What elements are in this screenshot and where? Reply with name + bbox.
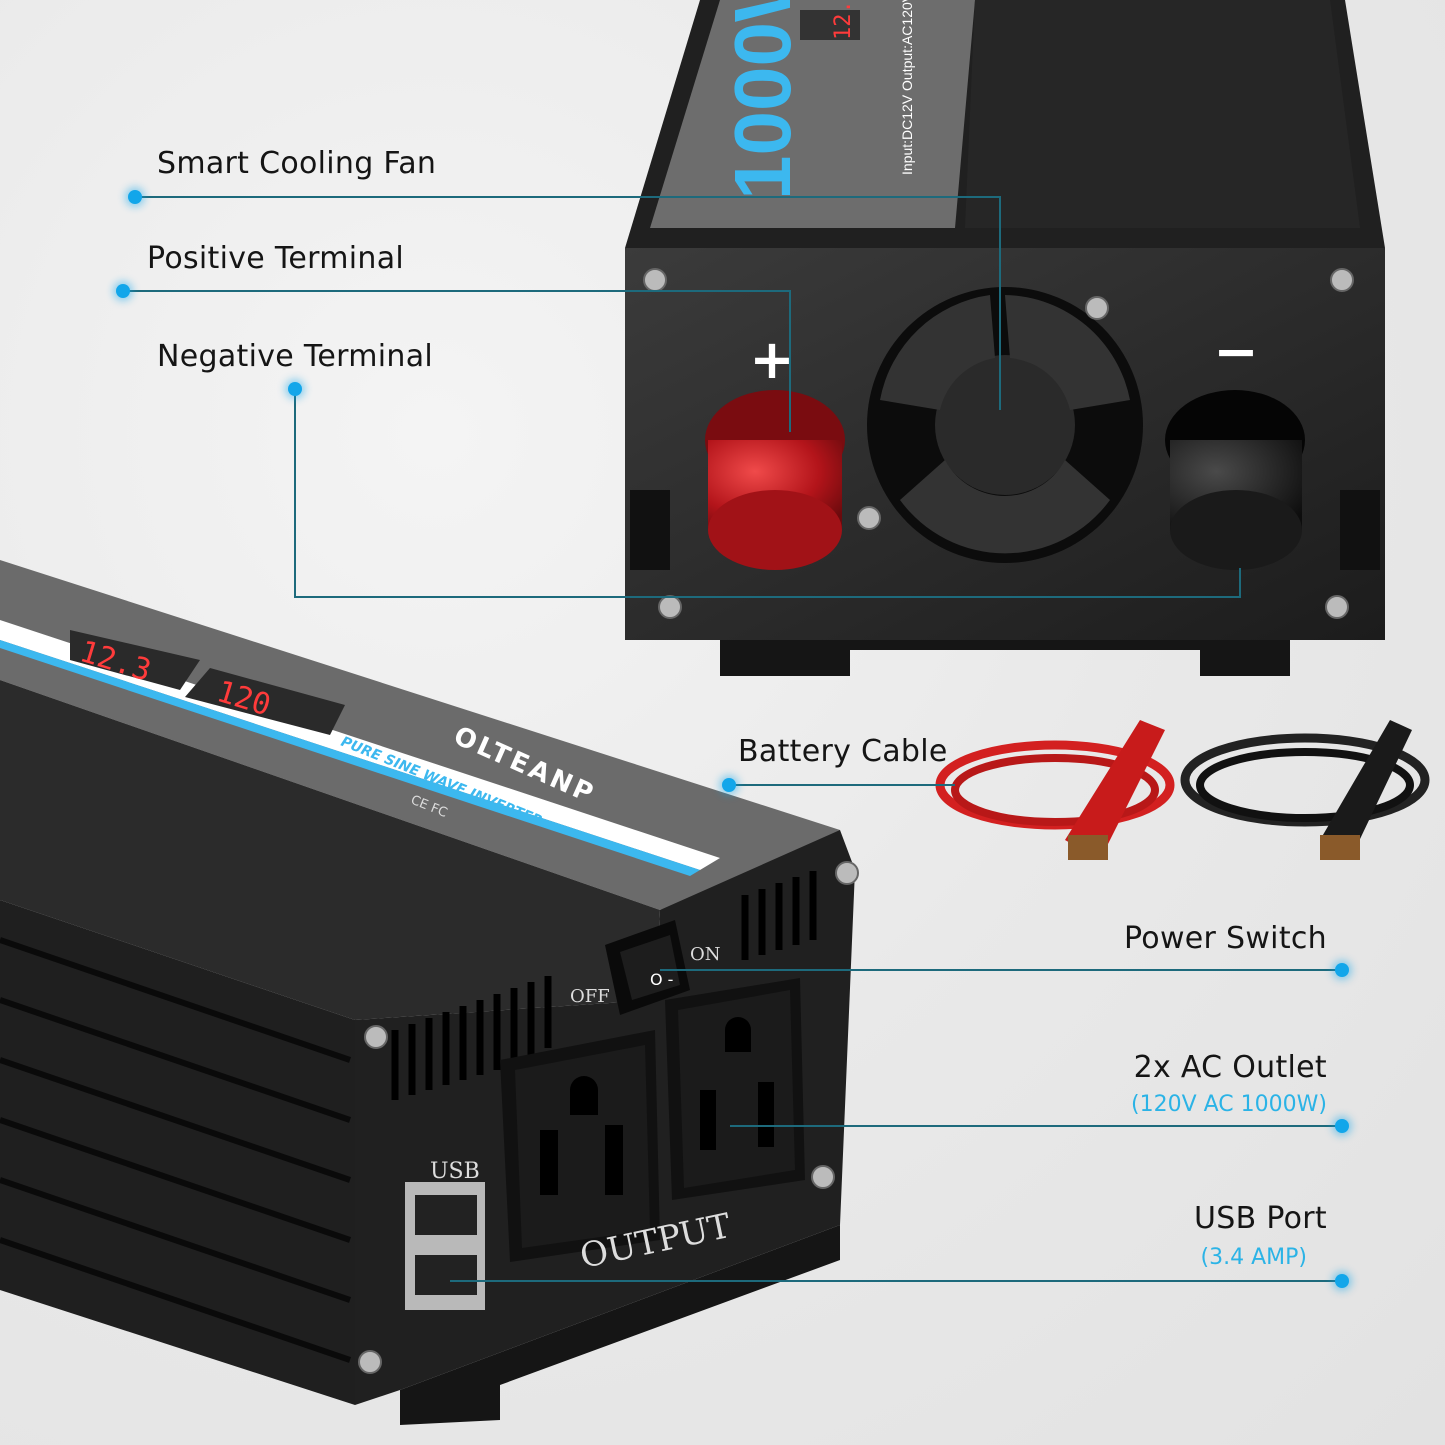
inverter-front-view: 12.3 120 OLTEANP PURE SINE WAVE INVERTER…: [0, 560, 859, 1425]
usb-label: USB: [430, 1159, 480, 1184]
front-screws: [358, 861, 859, 1374]
label-usb-port: USB Port: [1194, 1201, 1327, 1236]
power-rating-text: 1000W: [718, 0, 807, 200]
led-display-top-value: 12.3: [831, 0, 856, 40]
cooling-fan: [867, 287, 1143, 563]
vents: [391, 871, 817, 1100]
label-ac-outlet-spec: (120V AC 1000W): [1131, 1092, 1327, 1117]
battery-cables: [935, 720, 1430, 860]
label-ac-outlet: 2x AC Outlet: [1133, 1050, 1327, 1085]
callout-dot-outlet: [1335, 1119, 1349, 1133]
plus-symbol: +: [749, 328, 794, 391]
callout-dot-fan: [128, 190, 142, 204]
switch-symbol: O -: [650, 970, 673, 989]
inverter-rear-view: 1000W Input:DC12V Output:AC120V 12.3 + −: [625, 0, 1385, 676]
switch-on-label: ON: [690, 944, 721, 965]
label-power-switch: Power Switch: [1123, 921, 1327, 956]
power-switch[interactable]: O -: [605, 920, 690, 1015]
usb-ports[interactable]: [405, 1182, 485, 1310]
negative-terminal: [1165, 390, 1305, 570]
ac-outlet-left[interactable]: [500, 1030, 660, 1262]
switch-off-label: OFF: [570, 986, 610, 1007]
label-positive-terminal: Positive Terminal: [147, 241, 405, 276]
io-spec-text: Input:DC12V Output:AC120V: [899, 0, 915, 175]
callout-dot-cable: [722, 778, 736, 792]
led-display-top: [800, 10, 860, 40]
callout-dot-positive: [116, 284, 130, 298]
label-battery-cable: Battery Cable: [738, 734, 948, 769]
label-negative-terminal: Negative Terminal: [157, 339, 434, 374]
positive-terminal: [705, 390, 845, 570]
callout-dot-usb: [1335, 1274, 1349, 1288]
led-display-output: [185, 668, 345, 735]
callout-dot-switch: [1335, 963, 1349, 977]
label-usb-port-spec: (3.4 AMP): [1200, 1245, 1307, 1270]
callout-line-positive: [123, 290, 791, 432]
callout-line-fan: [135, 196, 1001, 410]
callout-line-negative: [294, 389, 1241, 598]
ac-outlet-right[interactable]: [665, 978, 805, 1200]
led-display-input: [70, 630, 200, 690]
label-smart-cooling-fan: Smart Cooling Fan: [157, 146, 437, 181]
minus-symbol: −: [1213, 320, 1258, 383]
callout-dot-negative: [288, 382, 302, 396]
screws: [643, 268, 1354, 619]
heat-sink-fins: [0, 937, 351, 1363]
callout-lines: [123, 196, 1342, 1282]
